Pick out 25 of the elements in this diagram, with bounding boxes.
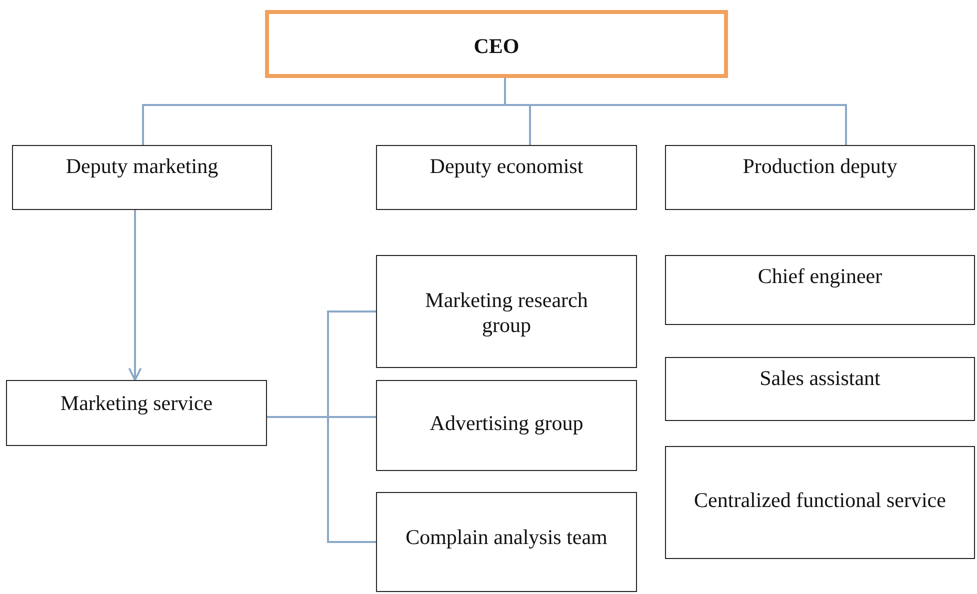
box-label: Deputy marketing bbox=[66, 154, 218, 180]
org-box bbox=[12, 145, 272, 210]
box-label: Production deputy bbox=[742, 154, 898, 180]
org-box bbox=[665, 446, 975, 559]
box-label: Deputy economist bbox=[430, 154, 584, 180]
box-label: Centralized functional service bbox=[694, 488, 946, 514]
box-label: Complain analysis team bbox=[406, 525, 608, 550]
org-box bbox=[6, 380, 267, 446]
org-box bbox=[376, 255, 637, 368]
box-label: Advertising group bbox=[430, 410, 584, 436]
box-label: Marketing research group bbox=[424, 288, 589, 338]
connector-line bbox=[267, 416, 376, 543]
connector-line bbox=[504, 78, 847, 145]
box-label: Sales assistant bbox=[760, 366, 880, 392]
org-box bbox=[376, 380, 637, 471]
box-label: Chief engineer bbox=[758, 264, 882, 290]
arrow bbox=[128, 210, 142, 381]
org-box bbox=[376, 492, 637, 592]
org-box bbox=[665, 357, 975, 421]
box-label: CEO bbox=[474, 34, 520, 60]
org-box bbox=[665, 145, 975, 210]
box-label: Marketing service bbox=[60, 391, 213, 416]
ceo-box bbox=[265, 10, 728, 78]
org-box bbox=[376, 145, 637, 210]
org-box bbox=[665, 255, 975, 325]
